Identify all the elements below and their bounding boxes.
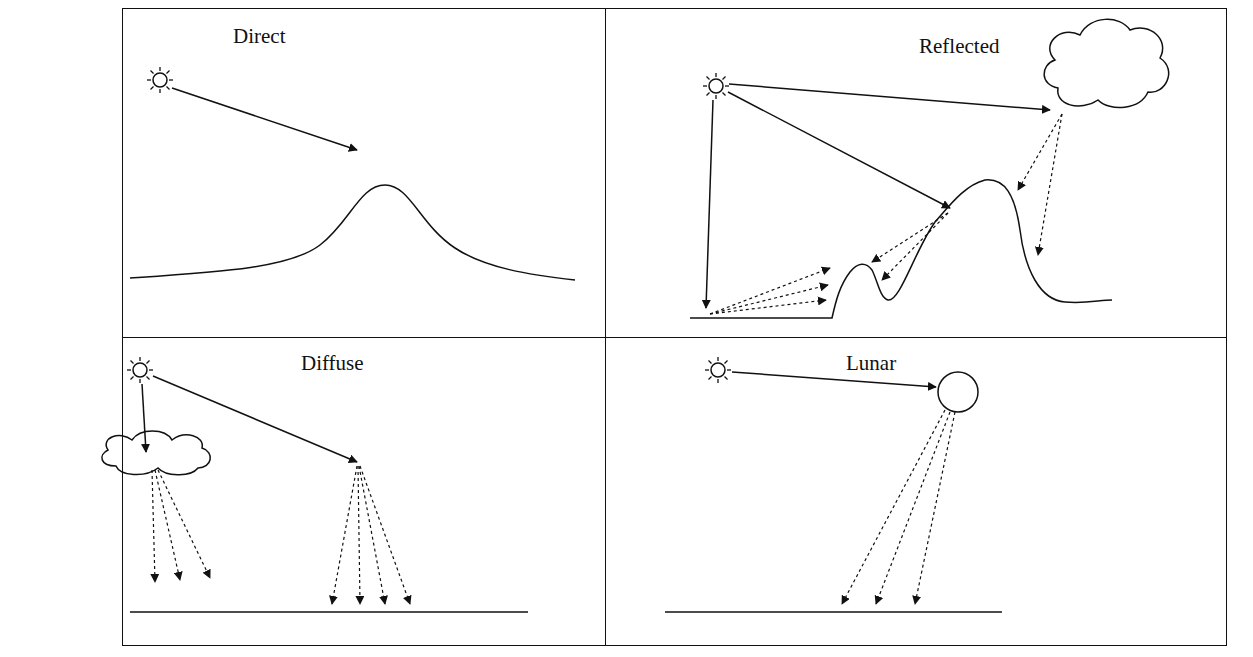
panel-title: Direct <box>233 25 285 48</box>
panel-box: Lunar <box>605 337 1227 646</box>
panel-box: Direct <box>122 8 606 338</box>
panel-title: Diffuse <box>301 352 364 375</box>
panel-title: Reflected <box>919 35 999 58</box>
panel-title: Lunar <box>846 352 896 375</box>
panel-box: Reflected <box>605 8 1227 338</box>
panel-box: Diffuse <box>122 337 606 646</box>
